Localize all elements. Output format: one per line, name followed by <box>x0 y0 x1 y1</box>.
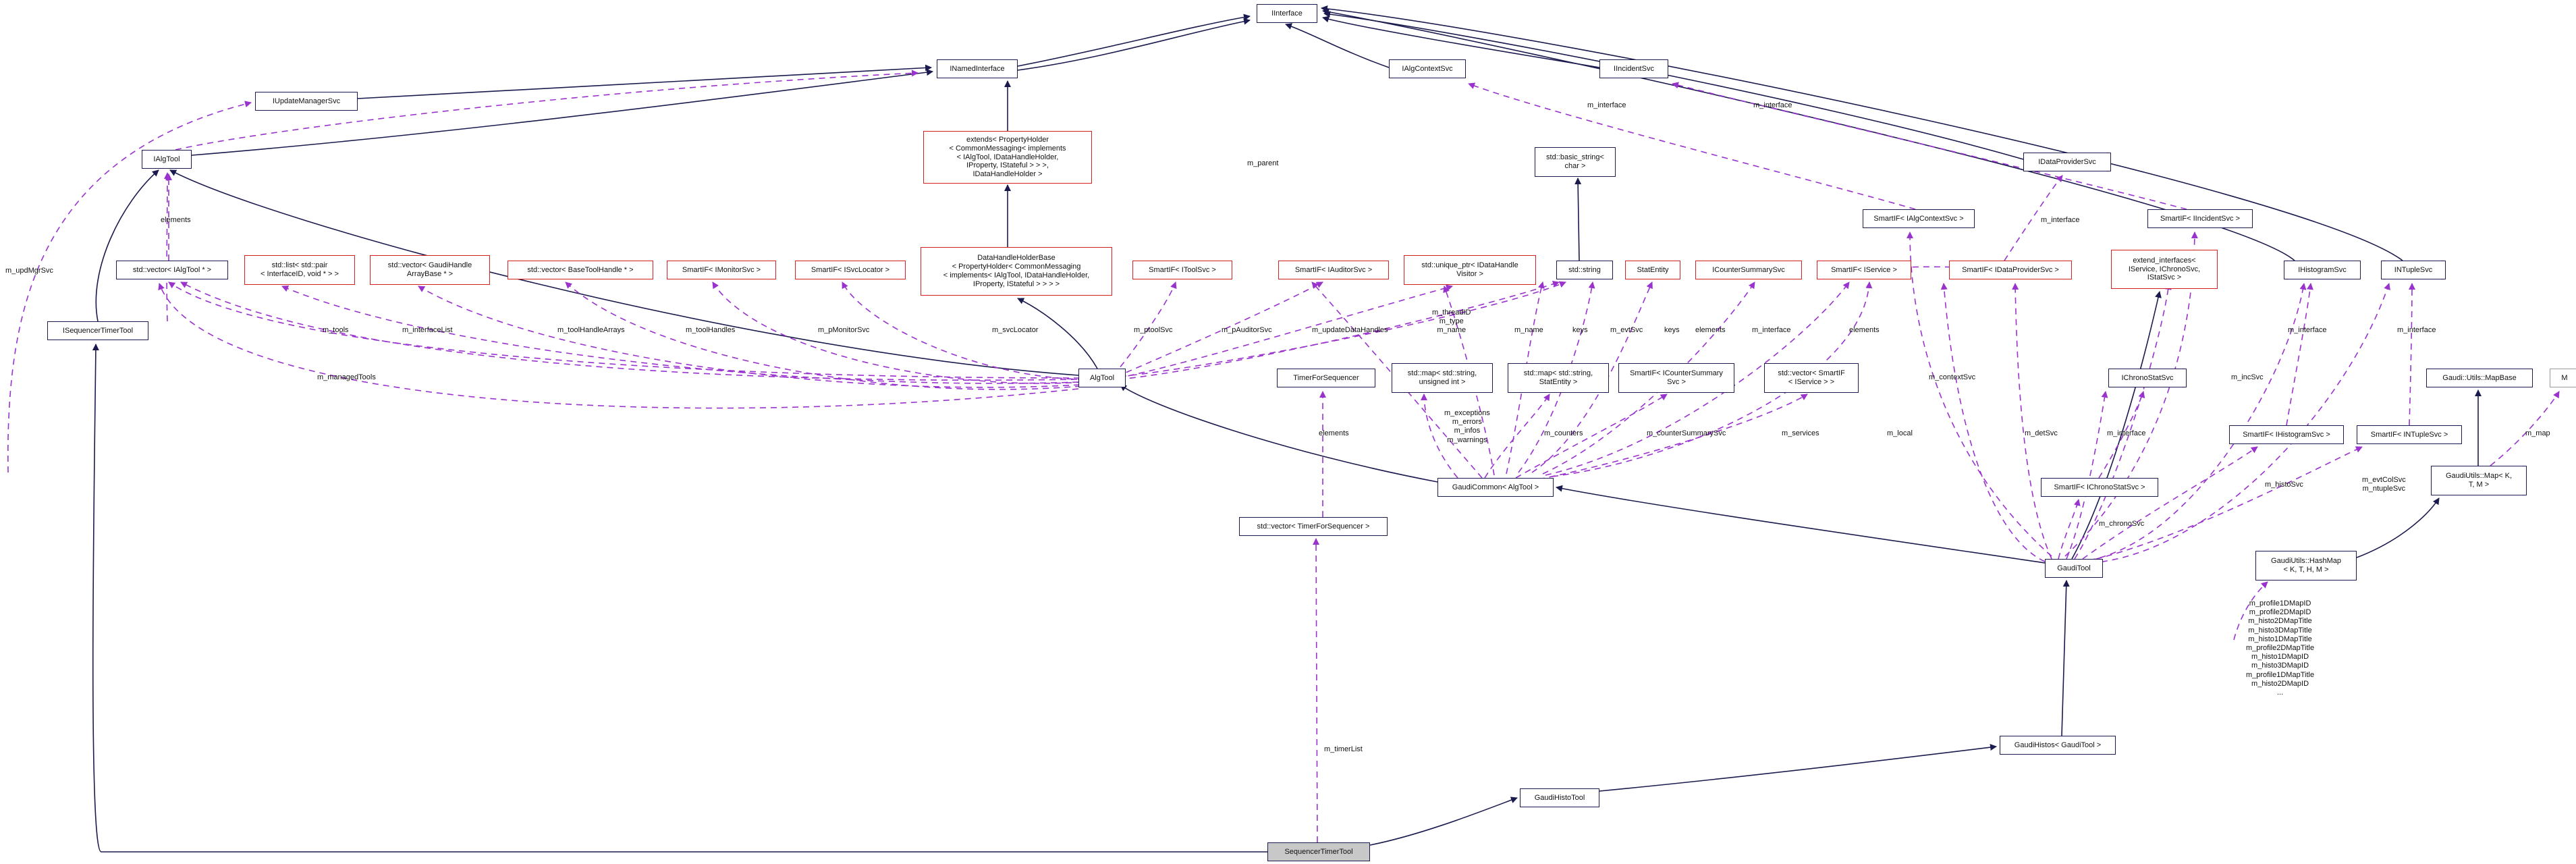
edge-label-m-interface-dataprovider: m_interface <box>2041 216 2080 224</box>
edge-label-m-interface-algcontext: m_interface <box>1587 101 1626 109</box>
node-statentity[interactable]: StatEntity <box>1625 261 1680 279</box>
node-idataprovidersvc[interactable]: IDataProviderSvc <box>2023 153 2111 171</box>
edge-label-m-interface-chrono: m_interface <box>2107 429 2146 437</box>
node-vector-gaudihandlearraybase[interactable]: std::vector< GaudiHandle ArrayBase * > <box>370 255 490 285</box>
edge-label-m-name: m_name <box>1514 326 1543 334</box>
node-ihistogramsvc[interactable]: IHistogramSvc <box>2284 261 2361 279</box>
node-ialgcontextsvc[interactable]: IAlgContextSvc <box>1389 59 1466 78</box>
node-gaudi-utils-mapbase[interactable]: Gaudi::Utils::MapBase <box>2426 369 2533 387</box>
edge-label-m-interface-countersummary: m_interface <box>1752 326 1791 334</box>
edge-label-m-counters: m_counters <box>1544 429 1583 437</box>
node-inamedinterface[interactable]: INamedInterface <box>937 59 1018 78</box>
edge-label-m-ptoolsvc: m_ptoolSvc <box>1134 326 1173 334</box>
node-smartif-intuplesvc[interactable]: SmartIF< INTupleSvc > <box>2357 425 2462 444</box>
edge-label-elements-iservice: elements <box>1849 326 1880 334</box>
node-vector-smartif-iservice[interactable]: std::vector< SmartIF < IService > > <box>1764 363 1859 393</box>
edge-label-m-chronosvc: m_chronoSvc <box>2099 520 2145 528</box>
node-std-string[interactable]: std::string <box>1556 261 1613 279</box>
edge-label-m-detsvc: m_detSvc <box>2025 429 2058 437</box>
edge-label-m-map: m_map <box>2525 429 2550 437</box>
node-list-pair-interfaceid[interactable]: std::list< std::pair < InterfaceID, void… <box>244 255 355 285</box>
node-gaudiutils-map[interactable]: GaudiUtils::Map< K, T, M > <box>2431 466 2527 495</box>
edge-label-m-tools: m_tools <box>323 326 349 334</box>
node-smartif-itoolsvc[interactable]: SmartIF< IToolSvc > <box>1132 261 1232 279</box>
edge-label-m-interface-incident: m_interface <box>1753 101 1792 109</box>
edge-label-m-local: m_local <box>1887 429 1913 437</box>
node-ichronostatsvc[interactable]: IChronoStatSvc <box>2108 369 2187 387</box>
node-intuplesvc[interactable]: INTupleSvc <box>2381 261 2446 279</box>
edge-label-m-countersummarysvc: m_counterSummarySvc <box>1647 429 1726 437</box>
node-sequencertimertool[interactable]: SequencerTimerTool <box>1267 842 1370 861</box>
node-smartif-ichronostatsvc[interactable]: SmartIF< IChronoStatSvc > <box>2041 478 2158 497</box>
node-vector-ialgtool[interactable]: std::vector< IAlgTool * > <box>116 261 228 279</box>
node-extend-interfaces[interactable]: extend_interfaces< IService, IChronoSvc,… <box>2111 250 2218 289</box>
edge-label-m-interfacelist: m_interfaceList <box>402 326 453 334</box>
node-gaudiutils-hashmap[interactable]: GaudiUtils::HashMap < K, T, H, M > <box>2255 551 2357 580</box>
node-vector-timerforsequencer[interactable]: std::vector< TimerForSequencer > <box>1239 517 1388 536</box>
node-iupdatemanagersvc[interactable]: IUpdateManagerSvc <box>255 92 358 111</box>
node-algtool[interactable]: AlgTool <box>1078 369 1126 387</box>
edge-label-m-exceptions-errors-infos-warnings: m_exceptions m_errors m_infos m_warnings <box>1444 409 1490 444</box>
edge-label-m-svclocator: m_svcLocator <box>992 326 1039 334</box>
edge-label-m-histosvc: m_histoSvc <box>2265 481 2303 489</box>
node-iincidentsvc[interactable]: IIncidentSvc <box>1599 59 1668 78</box>
edge-label-elements-statentity: elements <box>1695 326 1726 334</box>
node-gaudicommon-algtool[interactable]: GaudiCommon< AlgTool > <box>1437 478 1554 497</box>
node-iinterface[interactable]: IInterface <box>1257 4 1317 23</box>
node-template-param-m[interactable]: M <box>2550 369 2576 387</box>
node-smartif-iservice[interactable]: SmartIF< IService > <box>1817 261 1911 279</box>
node-smartif-ihistogramsvc[interactable]: SmartIF< IHistogramSvc > <box>2229 425 2344 444</box>
node-datahandleholderbase[interactable]: DataHandleHolderBase < PropertyHolder< C… <box>921 247 1112 296</box>
node-timerforsequencer[interactable]: TimerForSequencer <box>1277 369 1375 387</box>
edge-label-m-updatedatahandles: m_updateDataHandles <box>1312 326 1388 334</box>
edge-label-hashmap-members: m_profile1DMapID m_profile2DMapID m_hist… <box>2246 599 2315 697</box>
edge-label-m-updmgrsvc: m_updMgrSvc <box>5 267 53 275</box>
edge-label-m-threadid-type-name: m_threadID m_type m_name <box>1432 308 1471 335</box>
node-smartif-isvclocator[interactable]: SmartIF< ISvcLocator > <box>795 261 906 279</box>
edge-label-m-incsvc: m_incSvc <box>2231 373 2264 381</box>
edge-label-m-evtsvc: m_evtSvc <box>1610 326 1643 334</box>
node-gaudihistos-gauditool[interactable]: GaudiHistos< GaudiTool > <box>2000 736 2116 755</box>
node-vector-basetoolhandle[interactable]: std::vector< BaseToolHandle * > <box>508 261 653 279</box>
node-uniqueptr-idatahandlevisitor[interactable]: std::unique_ptr< IDataHandle Visitor > <box>1404 255 1536 285</box>
edge-label-m-toolhandles: m_toolHandles <box>686 326 736 334</box>
node-smartif-idataprovidersvc[interactable]: SmartIF< IDataProviderSvc > <box>1949 261 2072 279</box>
edge-label-m-pauditorsvc: m_pAuditorSvc <box>1222 326 1272 334</box>
node-map-string-statentity[interactable]: std::map< std::string, StatEntity > <box>1508 363 1609 393</box>
edge-label-m-interface-ntuple: m_interface <box>2397 326 2436 334</box>
node-map-string-unsignedint[interactable]: std::map< std::string, unsigned int > <box>1392 363 1493 393</box>
edge-label-elements-gaudicommon: elements <box>1319 429 1349 437</box>
node-smartif-imonitorsvc[interactable]: SmartIF< IMonitorSvc > <box>667 261 776 279</box>
node-extends-propertyholder[interactable]: extends< PropertyHolder < CommonMessagin… <box>923 131 1092 184</box>
node-smartif-icountersummarysvc[interactable]: SmartIF< ICounterSummary Svc > <box>1618 363 1734 393</box>
edge-label-m-evtcolsvc-ntuplesvc: m_evtColSvc m_ntupleSvc <box>2362 476 2406 493</box>
node-icountersummarysvc[interactable]: ICounterSummarySvc <box>1695 261 1802 279</box>
node-isequencertimertool[interactable]: ISequencerTimerTool <box>47 321 148 340</box>
edge-label-elements-ialgtool: elements <box>161 216 191 224</box>
node-smartif-iauditorsvc[interactable]: SmartIF< IAuditorSvc > <box>1278 261 1389 279</box>
edge-label-m-interface-histogram: m_interface <box>2288 326 2327 334</box>
node-std-basic-string[interactable]: std::basic_string< char > <box>1535 147 1616 177</box>
node-gaudihistotool[interactable]: GaudiHistoTool <box>1520 788 1599 807</box>
edge-label-keys-1: keys <box>1572 326 1588 334</box>
node-gauditool[interactable]: GaudiTool <box>2045 559 2103 578</box>
edge-label-m-timerlist: m_timerList <box>1324 745 1363 753</box>
edge-label-m-parent: m_parent <box>1247 159 1279 167</box>
node-ialgtool[interactable]: IAlgTool <box>142 150 192 169</box>
edge-label-m-managedtools: m_managedTools <box>317 373 376 381</box>
edge-label-m-pmonitorsvc: m_pMonitorSvc <box>818 326 870 334</box>
edge-label-m-toolhandlearrays: m_toolHandleArrays <box>557 326 625 334</box>
edge-label-m-services: m_services <box>1782 429 1819 437</box>
node-smartif-ialgcontextsvc[interactable]: SmartIF< IAlgContextSvc > <box>1863 209 1975 228</box>
edge-label-keys-2: keys <box>1664 326 1680 334</box>
edge-label-m-contextsvc: m_contextSvc <box>1929 373 1976 381</box>
node-smartif-iincidentsvc[interactable]: SmartIF< IIncidentSvc > <box>2147 209 2253 228</box>
